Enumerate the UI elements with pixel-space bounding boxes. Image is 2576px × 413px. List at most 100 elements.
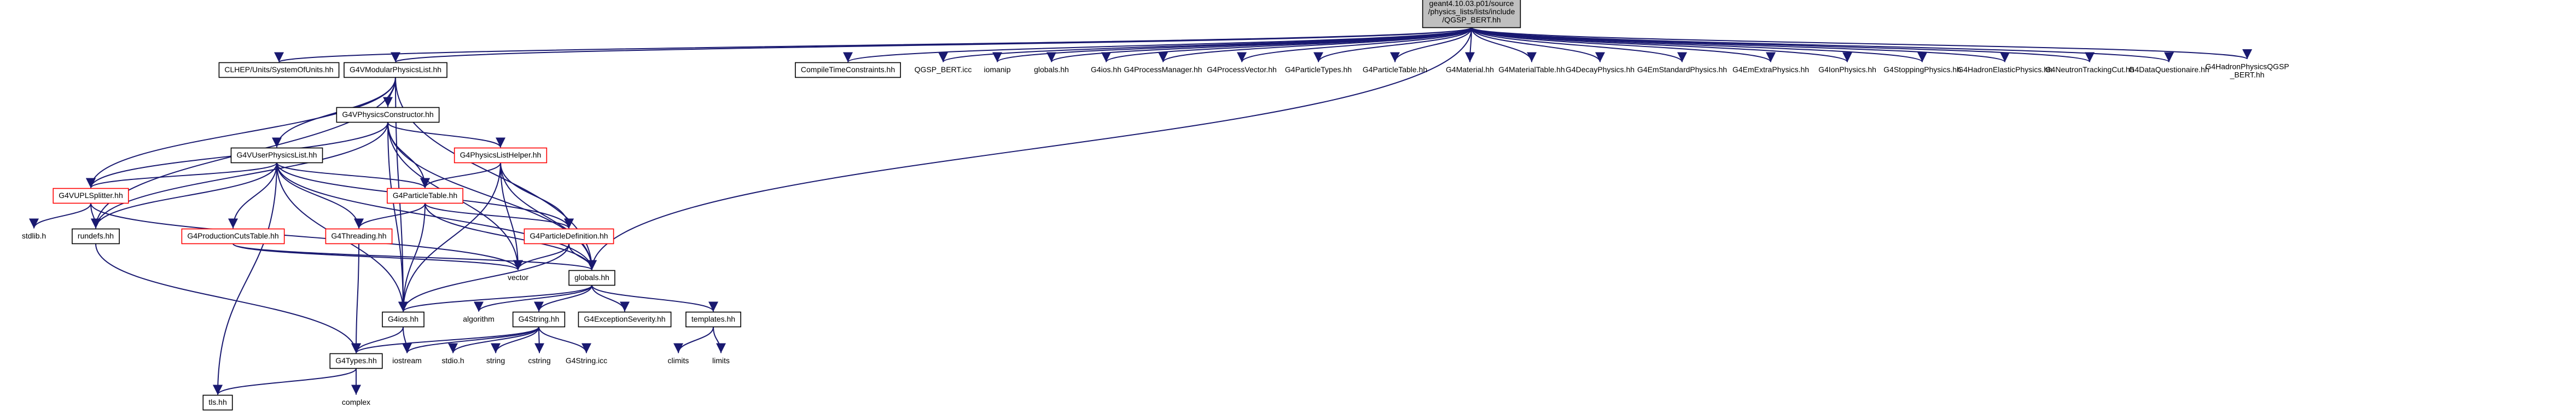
node-box-g4vphyscons <box>336 107 440 123</box>
edge-g4string-to-string <box>491 327 539 353</box>
node-g4types[interactable]: G4Types.hh <box>329 353 383 369</box>
node-label-complex: complex <box>342 398 370 406</box>
node-label-g4ios: G4ios.hh <box>388 315 418 323</box>
node-layer: geant4.10.03.p01/source/physics_lists/li… <box>22 0 2289 411</box>
node-g4decay[interactable]: G4DecayPhysics.hh <box>1566 65 1635 74</box>
edge-root-to-g4dataq <box>1471 27 2174 63</box>
node-box-g4types <box>329 353 383 369</box>
node-clhep_units[interactable]: CLHEP/Units/SystemOfUnits.hh <box>218 62 340 78</box>
node-g4dataq[interactable]: G4DataQuestionaire.hh <box>2129 65 2209 74</box>
node-g4material[interactable]: G4Material.hh <box>1446 65 1494 74</box>
node-g4ios_top[interactable]: G4ios.hh <box>1091 65 1121 74</box>
edge-g4partdef-to-globals <box>568 243 597 270</box>
edge-g4vuserphys-to-globals <box>276 162 597 270</box>
node-stdio[interactable]: stdio.h <box>441 356 464 365</box>
node-algorithm[interactable]: algorithm <box>463 315 495 323</box>
node-g4prodcuts[interactable]: G4ProductionCutsTable.hh <box>181 228 285 245</box>
node-g4exception[interactable]: G4ExceptionSeverity.hh <box>578 311 672 328</box>
edge-g4vuplsplitter-to-rundefs <box>90 203 101 229</box>
node-g4emstd[interactable]: G4EmStandardPhysics.hh <box>1637 65 1727 74</box>
edge-layer <box>29 27 2252 395</box>
node-iomanip[interactable]: iomanip <box>984 65 1010 74</box>
edge-rundefs-to-g4types <box>95 243 361 353</box>
node-label-g4types: G4Types.hh <box>335 356 377 365</box>
node-complex[interactable]: complex <box>342 398 370 406</box>
node-g4stopping[interactable]: G4StoppingPhysics.hh <box>1883 65 1961 74</box>
node-rundefs[interactable]: rundefs.hh <box>72 228 120 245</box>
node-box-g4prodcuts <box>181 228 285 245</box>
node-g4ios[interactable]: G4ios.hh <box>382 311 425 328</box>
node-label-g4vphyscons: G4VPhysicsConstructor.hh <box>342 110 433 119</box>
node-string[interactable]: string <box>486 356 505 365</box>
node-qgsp_bert_icc[interactable]: QGSP_BERT.icc <box>915 65 972 74</box>
node-g4hadqgsp[interactable]: G4HadronPhysicsQGSP_BERT.hh <box>2205 62 2289 79</box>
node-label-root: geant4.10.03.p01/source <box>1429 0 1514 8</box>
node-g4string[interactable]: G4String.hh <box>512 311 566 328</box>
node-box-g4threading <box>325 228 393 245</box>
node-label-g4string_icc: G4String.icc <box>566 356 607 365</box>
node-label-templates: templates.hh <box>691 315 735 323</box>
node-tls[interactable]: tls.hh <box>202 394 233 411</box>
node-g4parttable[interactable]: G4ParticleTable.hh <box>387 188 463 204</box>
node-g4neutroncut[interactable]: G4NeutronTrackingCut.hh <box>2045 65 2135 74</box>
edge-g4vphyscons-to-rundefs <box>91 122 388 229</box>
node-label-globals_top: globals.hh <box>1034 65 1069 74</box>
node-label-vector: vector <box>508 273 528 282</box>
node-g4materialtable[interactable]: G4MaterialTable.hh <box>1498 65 1565 74</box>
node-limits[interactable]: limits <box>712 356 730 365</box>
edge-g4string-to-g4types <box>351 326 539 354</box>
node-stdlib[interactable]: stdlib.h <box>22 231 46 240</box>
node-g4physlisthelper[interactable]: G4PhysicsListHelper.hh <box>453 147 548 164</box>
edge-root-to-g4parttable_top <box>1390 27 1472 62</box>
node-box-g4physlisthelper <box>453 147 548 164</box>
node-globals[interactable]: globals.hh <box>568 270 615 286</box>
node-g4partdef[interactable]: G4ParticleDefinition.hh <box>524 228 614 245</box>
node-label-g4neutroncut: G4NeutronTrackingCut.hh <box>2045 65 2135 74</box>
node-iostream[interactable]: iostream <box>392 356 422 365</box>
edge-root-to-g4stopping <box>1471 27 1927 63</box>
node-g4hadelastic[interactable]: G4HadronElasticPhysics.hh <box>1957 65 2052 74</box>
node-templates[interactable]: templates.hh <box>685 311 741 328</box>
edge-g4ios-to-iostream <box>402 327 412 353</box>
edge-g4partdef-to-g4ios <box>398 243 569 312</box>
node-box-g4vuserphys <box>230 147 323 164</box>
node-label-g4ios_top: G4ios.hh <box>1091 65 1121 74</box>
node-box-g4string <box>512 311 566 328</box>
node-g4parttypes[interactable]: G4ParticleTypes.hh <box>1285 65 1352 74</box>
edge-globals-to-algorithm <box>474 285 592 312</box>
edge-g4vuserphys-to-tls <box>213 162 277 395</box>
edge-globals-to-templates <box>591 285 718 312</box>
node-g4vuplsplitter[interactable]: G4VUPLSplitter.hh <box>53 188 129 204</box>
edge-g4threading-to-g4types <box>351 243 362 353</box>
node-g4string_icc[interactable]: G4String.icc <box>566 356 607 365</box>
node-globals_top[interactable]: globals.hh <box>1034 65 1069 74</box>
node-g4vuserphys[interactable]: G4VUserPhysicsList.hh <box>230 147 323 164</box>
edge-root-to-globals_top <box>1046 27 1472 63</box>
node-label-clhep_units: CLHEP/Units/SystemOfUnits.hh <box>224 65 333 74</box>
node-g4vphyscons[interactable]: G4VPhysicsConstructor.hh <box>336 107 440 123</box>
node-g4threading[interactable]: G4Threading.hh <box>325 228 393 245</box>
edge-g4physlisthelper-to-g4ios <box>398 162 501 312</box>
node-label-g4decay: G4DecayPhysics.hh <box>1566 65 1635 74</box>
node-label-g4vuserphys: G4VUserPhysicsList.hh <box>236 150 317 159</box>
edge-g4physlisthelper-to-vector <box>500 162 523 270</box>
edge-g4types-to-tls <box>213 368 357 395</box>
node-box-g4parttable <box>387 188 463 204</box>
node-g4vmodular[interactable]: G4VModularPhysicsList.hh <box>344 62 447 78</box>
node-label-g4physlisthelper: G4PhysicsListHelper.hh <box>460 150 542 159</box>
node-g4procman[interactable]: G4ProcessManager.hh <box>1124 65 1202 74</box>
node-compiletime[interactable]: CompileTimeConstraints.hh <box>795 62 901 78</box>
node-label-qgsp_bert_icc: QGSP_BERT.icc <box>915 65 972 74</box>
node-label-string: string <box>486 356 505 365</box>
node-g4procvec[interactable]: G4ProcessVector.hh <box>1207 65 1277 74</box>
node-vector[interactable]: vector <box>508 273 528 282</box>
node-g4parttable_top[interactable]: G4ParticleTable.hh <box>1363 65 1427 74</box>
edge-templates-to-limits <box>713 327 726 353</box>
node-g4emextra[interactable]: G4EmExtraPhysics.hh <box>1732 65 1809 74</box>
node-root: geant4.10.03.p01/source/physics_lists/li… <box>1422 0 1521 28</box>
node-g4ion[interactable]: G4IonPhysics.hh <box>1818 65 1876 74</box>
node-cstring[interactable]: cstring <box>528 356 550 365</box>
node-label-rundefs: rundefs.hh <box>78 231 114 240</box>
node-climits[interactable]: climits <box>668 356 689 365</box>
